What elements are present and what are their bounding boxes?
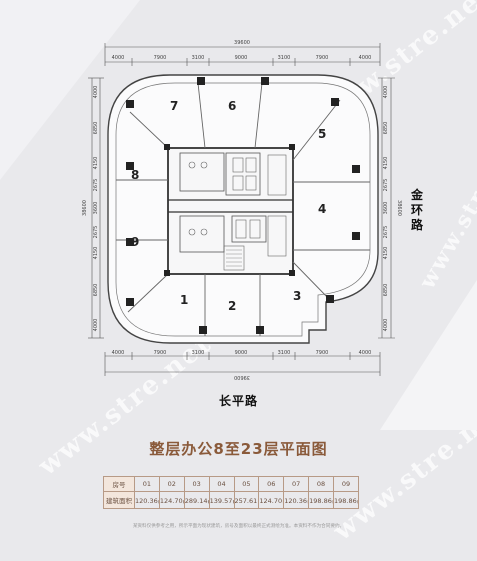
left-dimension: 6850 — [93, 122, 99, 135]
bottom-dimension: 4000 — [359, 350, 372, 356]
area-table: 房号 01 02 03 04 05 06 07 08 09 建筑面积 120.3… — [103, 476, 359, 509]
table-row-area: 建筑面积 120.36㎡ 124.70㎡ 289.14㎡ 139.57㎡ 257… — [103, 491, 359, 509]
right-dimension: 4000 — [383, 319, 389, 332]
table-cell: 03 — [183, 476, 210, 492]
left-dimension: 4000 — [93, 86, 99, 99]
right-dimension: 4150 — [383, 247, 389, 260]
left-dimensions — [88, 77, 104, 339]
table-cell: 06 — [258, 476, 285, 492]
table-cell: 257.61㎡ — [233, 491, 260, 509]
top-dimension: 9000 — [235, 55, 248, 61]
top-dimension: 3100 — [278, 55, 291, 61]
unit-label-7: 7 — [170, 99, 178, 113]
left-total-dimension: 38600 — [82, 200, 88, 216]
top-dimension: 7900 — [316, 55, 329, 61]
table-cell: 139.57㎡ — [208, 491, 235, 509]
table-cell: 05 — [233, 476, 260, 492]
road-label-changping: 长平路 — [219, 394, 259, 408]
bottom-dimension: 3100 — [192, 350, 205, 356]
corridor-ring — [115, 82, 371, 337]
table-cell: 02 — [158, 476, 185, 492]
left-dimension: 4150 — [93, 247, 99, 260]
table-cell: 289.14㎡ — [183, 491, 210, 509]
table-cell: 198.86㎡ — [333, 491, 359, 509]
table-cell: 120.36㎡ — [134, 491, 160, 509]
disclaimer-note: 某资料仅供参考之用，所示平面为现状建筑，房号及面积以最终正式测绘为准。本资料不作… — [132, 524, 345, 529]
unit-label-3: 3 — [293, 289, 301, 303]
left-dimension: 3600 — [93, 202, 99, 215]
table-cell: 01 — [134, 476, 160, 492]
right-dimension: 6850 — [383, 122, 389, 135]
table-header-room: 房号 — [103, 476, 135, 492]
table-cell: 124.70㎡ — [158, 491, 185, 509]
left-dimension: 4150 — [93, 157, 99, 170]
right-dimension: 6850 — [383, 284, 389, 297]
table-cell: 04 — [208, 476, 235, 492]
bottom-dimension: 3100 — [278, 350, 291, 356]
table-cell: 120.36㎡ — [283, 491, 310, 509]
right-dimension: 4000 — [383, 86, 389, 99]
road-label-jinhuan: 金环路 — [410, 188, 423, 232]
partition-lines — [116, 82, 370, 336]
bottom-dimension: 7900 — [316, 350, 329, 356]
floor-plan-drawing: 1 2 3 4 5 6 7 8 9 39600 4000 7900 — [82, 40, 477, 430]
left-dimension: 6850 — [93, 284, 99, 297]
top-dimensions — [104, 43, 381, 66]
unit-label-6: 6 — [228, 99, 236, 113]
right-dimension: 2675 — [383, 179, 389, 192]
table-cell: 198.86㎡ — [308, 491, 334, 509]
unit-label-8: 8 — [131, 168, 139, 182]
bottom-dimension: 9000 — [235, 350, 248, 356]
bottom-total-dimension: 39600 — [234, 374, 250, 380]
plan-title: 整层办公8至23层平面图 — [149, 440, 328, 458]
table-header-area: 建筑面积 — [103, 491, 135, 509]
top-dimension: 3100 — [192, 55, 205, 61]
table-cell: 09 — [333, 476, 359, 492]
top-dimension: 7900 — [154, 55, 167, 61]
unit-label-4: 4 — [318, 202, 326, 216]
bottom-dimension: 7900 — [154, 350, 167, 356]
unit-label-9: 9 — [131, 235, 139, 249]
right-total-dimension: 38600 — [396, 200, 402, 216]
table-row-room-number: 房号 01 02 03 04 05 06 07 08 09 — [103, 476, 359, 492]
top-dimension: 4000 — [112, 55, 125, 61]
right-dimension: 3600 — [383, 202, 389, 215]
left-dimension: 4000 — [93, 319, 99, 332]
left-dimension: 2675 — [93, 226, 99, 239]
bottom-dimension: 4000 — [112, 350, 125, 356]
right-dimension: 2675 — [383, 226, 389, 239]
top-total-dimension: 39600 — [234, 40, 250, 46]
core — [167, 147, 294, 275]
columns — [126, 77, 360, 334]
unit-label-2: 2 — [228, 299, 236, 313]
table-cell: 124.70㎡ — [258, 491, 285, 509]
unit-label-5: 5 — [318, 127, 326, 141]
bottom-dimensions — [104, 352, 381, 376]
right-dimension: 4150 — [383, 157, 389, 170]
top-dimension: 4000 — [359, 55, 372, 61]
right-dimensions — [378, 77, 395, 339]
table-cell: 08 — [308, 476, 334, 492]
unit-label-1: 1 — [180, 293, 188, 307]
left-dimension: 2675 — [93, 179, 99, 192]
table-cell: 07 — [283, 476, 310, 492]
